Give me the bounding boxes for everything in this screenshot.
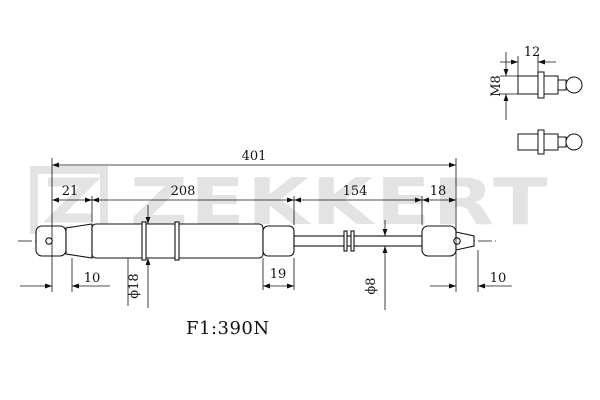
dim-cyl-diam-label: ϕ18 xyxy=(127,273,142,298)
stud-ball-top xyxy=(565,76,583,94)
dim-left-offset-label: 10 xyxy=(84,271,101,286)
rod-ring-1 xyxy=(343,230,348,252)
stud-ball-bottom xyxy=(565,133,583,151)
stud-flange-bottom xyxy=(537,129,545,155)
piston-rod xyxy=(293,235,423,247)
dim-collar-label: 19 xyxy=(270,267,287,282)
left-eye-hole xyxy=(45,237,53,245)
rod-ring-2 xyxy=(350,230,355,252)
dim-rod-diam-label: ϕ8 xyxy=(364,277,379,294)
right-eye-hole xyxy=(453,237,461,245)
stud-flange-top xyxy=(537,71,545,99)
dim-right-offset-label: 10 xyxy=(490,271,507,286)
stud-thread-label: M8 xyxy=(489,75,504,97)
stud-hex-top xyxy=(543,75,559,95)
dim-right-end-label: 18 xyxy=(430,184,447,199)
dim-cylinder-label: 208 xyxy=(171,184,196,199)
dimension-lines xyxy=(20,158,512,310)
force-label: F1:390N xyxy=(186,318,270,339)
right-end-fitting xyxy=(421,225,457,257)
cylinder-groove-2 xyxy=(174,221,180,261)
stud-detail-dims xyxy=(500,52,556,120)
dim-rod-label: 154 xyxy=(343,184,368,199)
stud-thread-top xyxy=(517,75,539,95)
dim-left-end-label: 21 xyxy=(62,184,79,199)
stud-hex-bottom xyxy=(543,133,559,151)
stud-detail-top xyxy=(517,71,583,99)
gas-spring xyxy=(35,221,475,261)
stud-neck-bottom xyxy=(557,136,567,148)
left-taper xyxy=(65,223,93,259)
dim-overall-label: 401 xyxy=(242,149,267,164)
cylinder-collar xyxy=(262,225,295,257)
stud-thread-bottom xyxy=(517,133,539,151)
stud-detail-bottom xyxy=(517,129,583,155)
stud-neck-top xyxy=(557,79,567,91)
cylinder-groove-1 xyxy=(141,221,147,261)
stud-thread-length-label: 12 xyxy=(524,45,541,60)
